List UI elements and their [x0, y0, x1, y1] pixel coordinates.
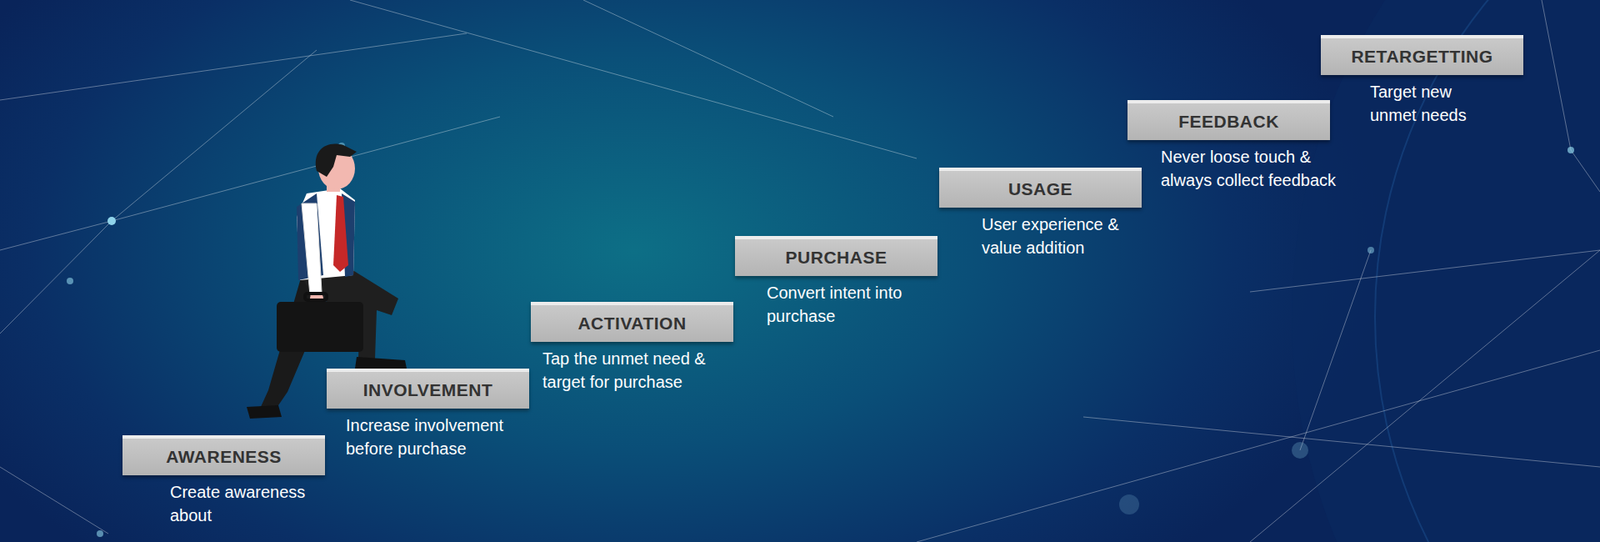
step-description: User experience & value addition — [981, 212, 1149, 260]
stair-step: FEEDBACKNever loose touch & always colle… — [1127, 100, 1330, 140]
step-box: ACTIVATION — [530, 301, 734, 342]
briefcase — [276, 301, 364, 352]
step-title: PURCHASE — [785, 247, 888, 268]
background-arc — [1291, 0, 1600, 542]
step-box: PURCHASE — [735, 235, 938, 276]
step-description: Create awareness about — [170, 480, 337, 527]
step-title: USAGE — [1008, 179, 1073, 200]
stair-step: INVOLVEMENTIncrease involvement before p… — [326, 368, 530, 409]
step-box: RETARGETTING — [1320, 35, 1524, 75]
step-box: FEEDBACK — [1127, 100, 1330, 140]
stair-step: AWARENESSCreate awareness about — [122, 435, 325, 475]
step-title: ACTIVATION — [577, 313, 686, 334]
step-title: RETARGETTING — [1350, 46, 1493, 67]
step-description: Convert intent into purchase — [766, 280, 946, 328]
step-description: Tap the unmet need & target for purchase — [542, 346, 739, 394]
step-title: AWARENESS — [165, 446, 282, 467]
background-arc — [1375, 0, 1600, 542]
step-description: Target new unmet needs — [1370, 80, 1495, 127]
hair — [315, 143, 357, 177]
back-shoe — [246, 405, 282, 419]
sleeve — [301, 203, 322, 295]
tie — [333, 195, 349, 272]
network-dots — [66, 142, 1575, 537]
stair-step: ACTIVATIONTap the unmet need & target fo… — [530, 301, 734, 342]
briefcase-handle — [305, 293, 327, 300]
step-description: Never loose touch & always collect feedb… — [1160, 145, 1357, 192]
stair-step: PURCHASEConvert intent into purchase — [735, 235, 938, 276]
step-description: Increase involvement before purchase — [345, 413, 542, 460]
step-box: AWARENESS — [122, 435, 325, 475]
step-box: INVOLVEMENT — [326, 368, 530, 409]
front-shoe — [355, 356, 407, 369]
step-title: INVOLVEMENT — [363, 380, 494, 400]
stair-step: USAGEUser experience & value addition — [939, 167, 1142, 208]
stair-step: RETARGETTINGTarget new unmet needs — [1320, 35, 1524, 75]
step-box: USAGE — [939, 167, 1142, 208]
step-title: FEEDBACK — [1178, 111, 1280, 132]
